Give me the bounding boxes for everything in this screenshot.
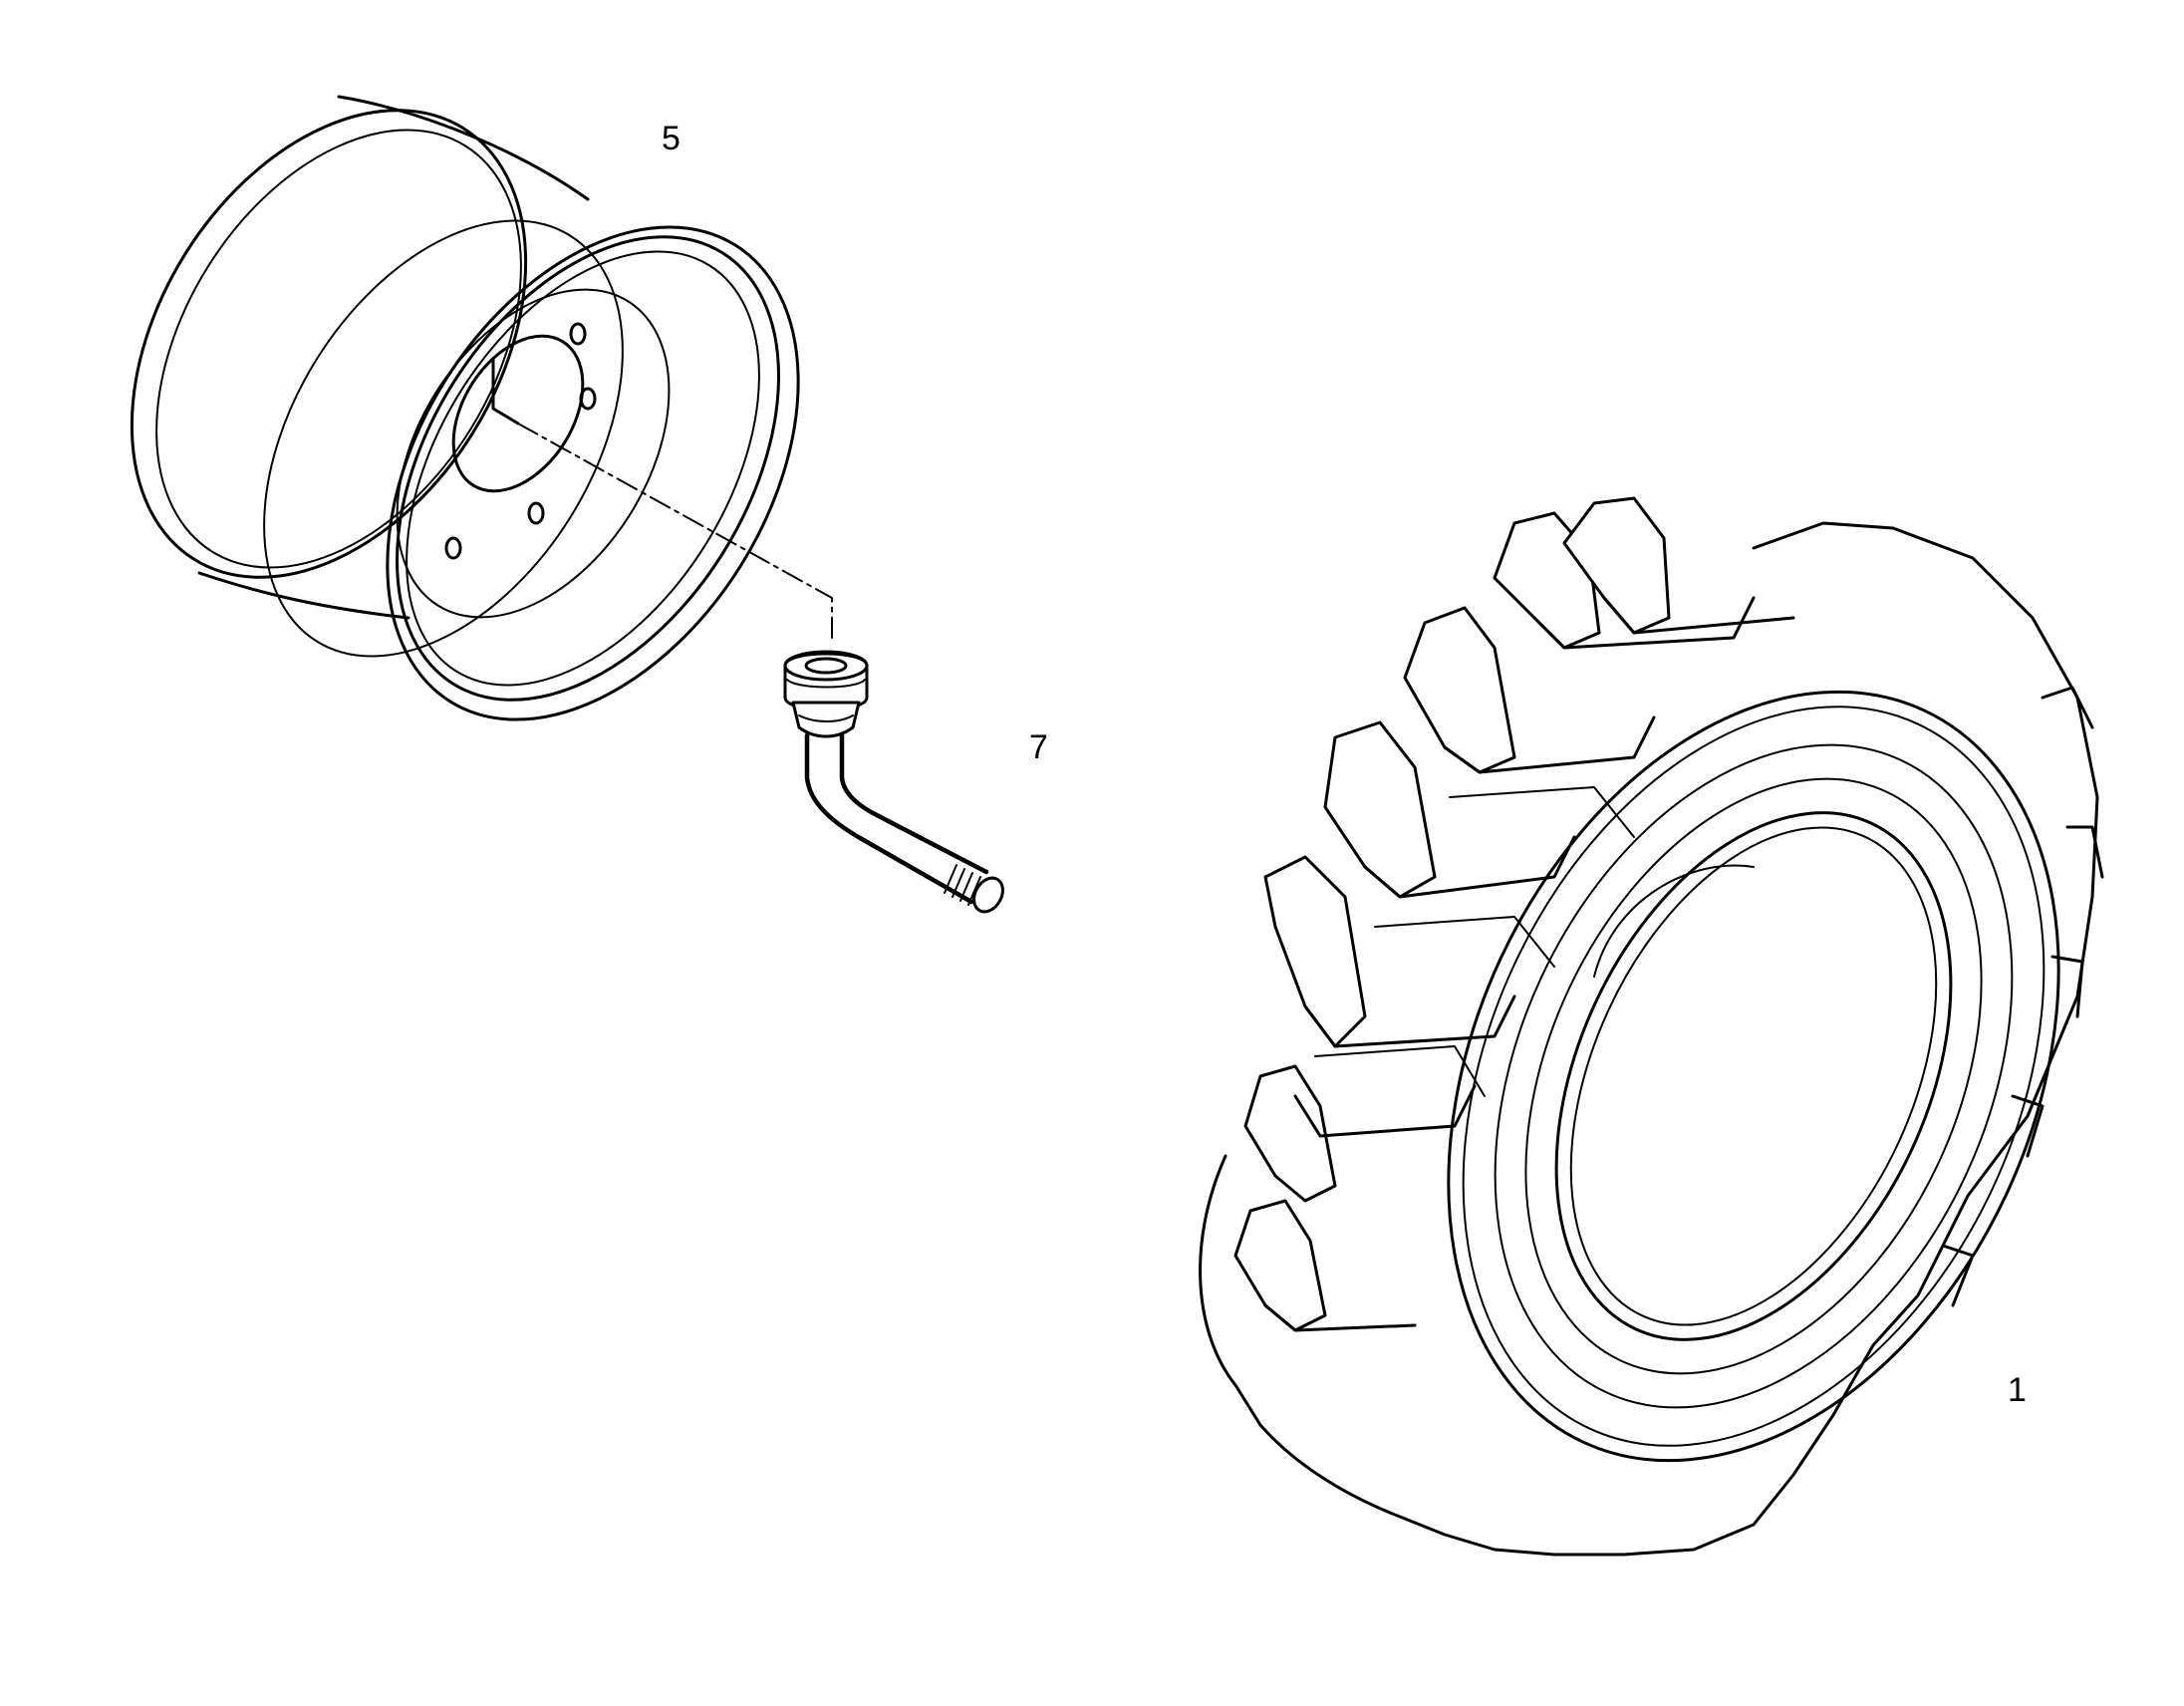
tractor-tire: [1199, 496, 2104, 1557]
valve-thread: [944, 864, 1004, 914]
wheel-rim: [130, 95, 800, 721]
bolt-holes: [444, 322, 597, 560]
callout-label-rim: 5: [662, 120, 681, 157]
assembly-leader-line: [517, 423, 833, 639]
tread-chevrons: [1263, 596, 1795, 1332]
valve-stem: [783, 650, 1004, 914]
callout-label-valve: 7: [1029, 728, 1048, 766]
callout-label-tire: 1: [2008, 1371, 2027, 1409]
tread-lugs: [1233, 496, 1671, 1332]
